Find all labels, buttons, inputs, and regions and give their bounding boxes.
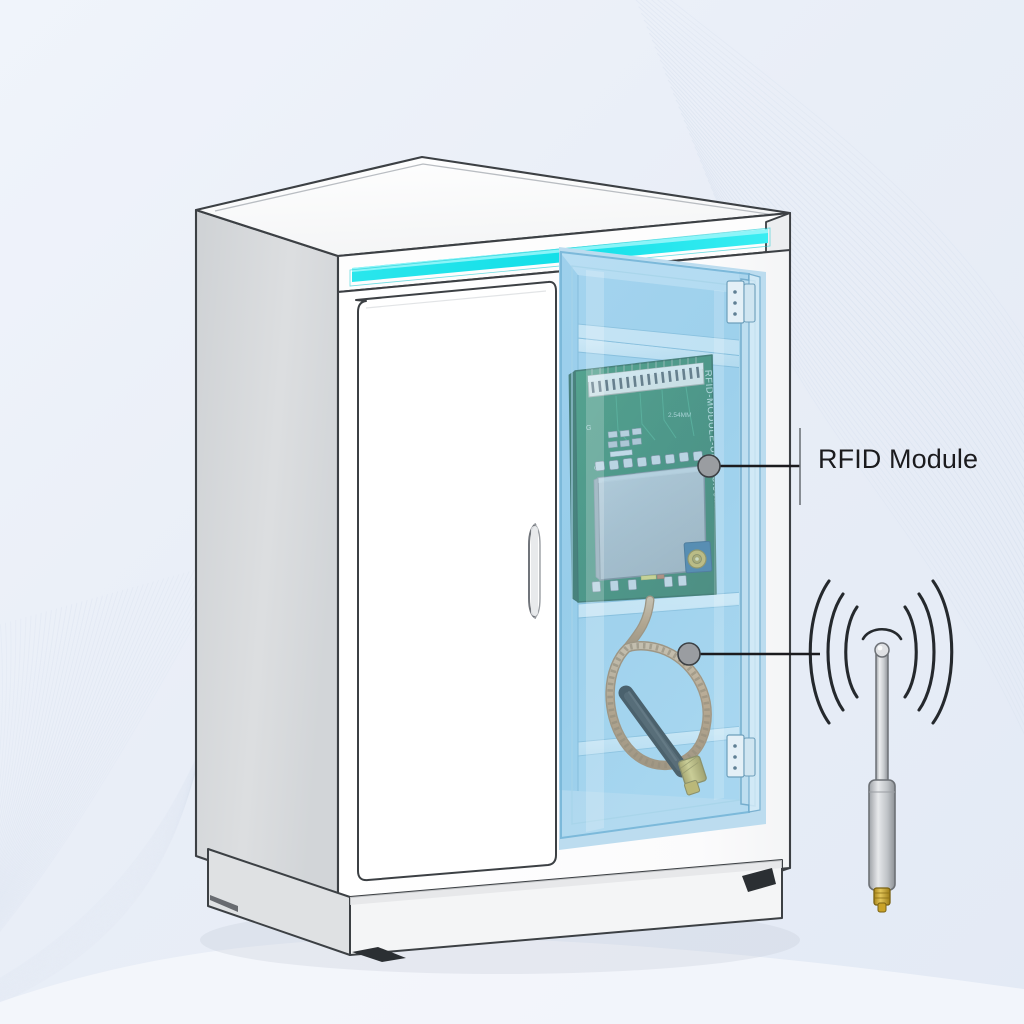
callout-label-rfid-module: RFID Module	[818, 444, 979, 474]
cabinet-foot-right	[742, 868, 776, 892]
callout-leader-rfid-module	[697, 428, 801, 505]
antenna-sma-connector	[873, 887, 891, 913]
door-handle[interactable]	[528, 523, 541, 619]
antenna-tip	[874, 642, 890, 658]
cabinet-foot-left	[352, 947, 406, 962]
callout-leaders	[677, 428, 820, 666]
glass-door-hinge-bottom	[726, 734, 756, 778]
cabinet-side-panel	[194, 208, 340, 907]
cabinet-body: RFID-MODULE-UHF-13.56MHz G 2.54MM C	[194, 155, 792, 962]
cabinet-plinth	[207, 848, 783, 962]
cabinet-glass-door[interactable]	[560, 250, 761, 840]
callout-leader-antenna	[677, 642, 820, 666]
antenna-base	[868, 779, 896, 891]
glass-door-hinge-top	[726, 280, 756, 324]
whip-antenna	[808, 579, 954, 913]
antenna-waves-left	[808, 579, 859, 725]
antenna-wave-top	[861, 627, 903, 641]
cabinet-left-door[interactable]	[355, 280, 557, 882]
antenna-waves-right	[903, 579, 954, 725]
cabinet-foot-rear	[210, 895, 238, 912]
